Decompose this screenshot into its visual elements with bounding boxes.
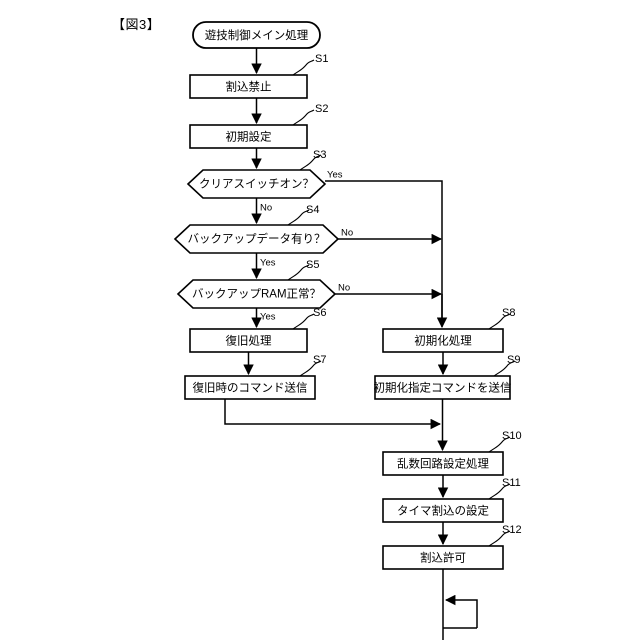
node-s6[interactable]: 復旧処理 [189, 328, 308, 353]
node-s3-label: クリアスイッチオン？ [199, 178, 314, 191]
node-s12-label: 割込許可 [420, 551, 466, 565]
node-s12[interactable]: 割込許可 [382, 545, 504, 570]
step-label-s7: S7 [313, 354, 326, 366]
step-label-s5: S5 [306, 259, 319, 271]
leader-s2 [292, 109, 315, 126]
step-label-s12: S12 [502, 524, 522, 536]
node-s4[interactable]: バックアップデータ有り？ [173, 224, 340, 254]
node-s1-label: 割込禁止 [226, 80, 272, 94]
node-start[interactable]: 遊技制御メイン処理 [192, 21, 321, 49]
node-s8[interactable]: 初期化処理 [382, 328, 504, 353]
branch-label-s3-yes: Yes [327, 170, 343, 181]
leader-s9 [493, 360, 516, 377]
branch-label-s5-no: No [338, 283, 350, 294]
node-s10-label: 乱数回路設定処理 [397, 457, 489, 471]
step-label-s3: S3 [313, 149, 326, 161]
node-s11[interactable]: タイマ割込の設定 [382, 498, 504, 523]
branch-label-s5-yes: Yes [260, 312, 276, 323]
step-label-s1: S1 [315, 53, 328, 65]
branch-label-s4-yes: Yes [260, 258, 276, 269]
node-s9-label: 初期化指定コマンドを送信 [374, 381, 512, 395]
node-s2-label: 初期設定 [226, 130, 272, 144]
node-s6-label: 復旧処理 [226, 334, 272, 348]
leader-s7 [299, 360, 322, 377]
node-start-label: 遊技制御メイン処理 [205, 28, 309, 42]
connector-s7-merge [224, 399, 442, 430]
leader-s10 [488, 436, 511, 453]
node-s2[interactable]: 初期設定 [189, 124, 308, 149]
leader-s12 [488, 530, 511, 547]
step-label-s6: S6 [313, 307, 326, 319]
branch-label-s4-no: No [341, 228, 353, 239]
step-label-s10: S10 [502, 430, 522, 442]
leader-s4 [287, 209, 310, 226]
step-label-s8: S8 [502, 307, 515, 319]
node-s5[interactable]: バックアップRAM正常？ [176, 279, 337, 309]
node-s7[interactable]: 復旧時のコマンド送信 [184, 375, 316, 400]
node-s11-label: タイマ割込の設定 [397, 504, 489, 518]
node-s7-label: 復旧時のコマンド送信 [193, 381, 308, 395]
branch-label-s3-no: No [260, 203, 272, 214]
node-s4-label: バックアップデータ有り？ [188, 232, 326, 246]
leader-s6 [292, 313, 315, 330]
step-label-s11: S11 [502, 477, 521, 489]
node-s5-label: バックアップRAM正常？ [192, 288, 321, 301]
step-label-s2: S2 [315, 103, 328, 115]
node-s1[interactable]: 割込禁止 [189, 74, 308, 99]
leader-s1 [292, 59, 315, 76]
step-label-s4: S4 [306, 204, 319, 216]
node-s9[interactable]: 初期化指定コマンドを送信 [374, 375, 512, 400]
node-s10[interactable]: 乱数回路設定処理 [382, 451, 504, 476]
node-s8-label: 初期化処理 [414, 334, 472, 348]
connector-loop-back [444, 594, 478, 628]
leader-s11 [488, 483, 511, 500]
step-label-s9: S9 [507, 354, 520, 366]
leader-s8 [488, 313, 511, 330]
figure-title: 【図3】 [112, 17, 161, 32]
leader-s5 [287, 264, 310, 281]
node-s3[interactable]: クリアスイッチオン？ [186, 169, 327, 199]
leader-s3 [299, 154, 322, 171]
connector-s3-yes [325, 180, 443, 318]
